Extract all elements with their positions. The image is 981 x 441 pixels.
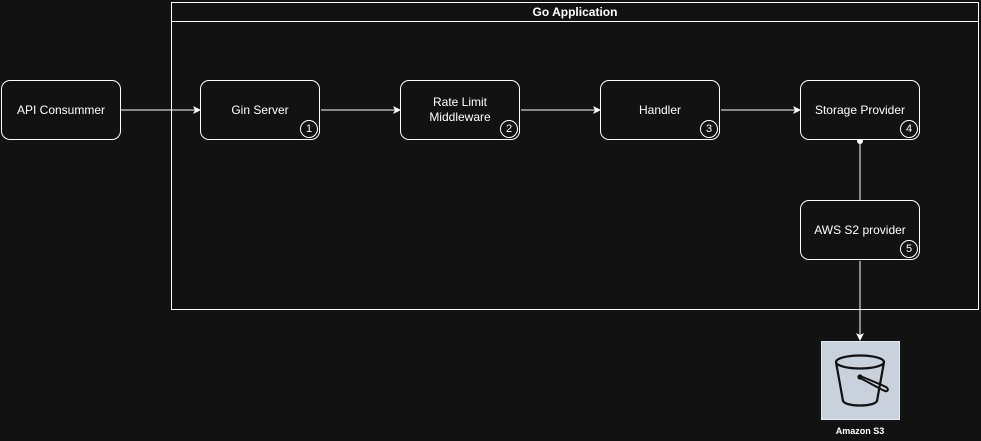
s3-bucket-icon (834, 354, 889, 407)
node-label: Handler (638, 102, 682, 117)
go-application-group: Go Application (171, 2, 979, 310)
node-label: Storage Provider (814, 102, 906, 117)
aws-s2-provider-node[interactable]: AWS S2 provider 5 (800, 200, 920, 260)
amazon-s3-label: Amazon S3 (835, 426, 885, 436)
step-badge: 2 (500, 120, 518, 138)
amazon-s3-node[interactable] (821, 341, 900, 420)
step-badge: 5 (900, 240, 918, 258)
rate-limit-middleware-node[interactable]: Rate Limit Middleware 2 (400, 80, 520, 140)
node-label: API Consummer (16, 102, 106, 117)
handler-node[interactable]: Handler 3 (600, 80, 720, 140)
step-badge: 1 (300, 120, 318, 138)
node-label: Rate Limit Middleware (429, 95, 491, 124)
step-badge: 4 (900, 120, 918, 138)
gin-server-node[interactable]: Gin Server 1 (200, 80, 320, 140)
step-badge: 3 (700, 120, 718, 138)
storage-provider-node[interactable]: Storage Provider 4 (800, 80, 920, 140)
api-consumer-node[interactable]: API Consummer (1, 80, 121, 140)
group-title: Go Application (172, 3, 978, 22)
node-label: Gin Server (231, 102, 289, 117)
node-label: AWS S2 provider (814, 222, 906, 237)
